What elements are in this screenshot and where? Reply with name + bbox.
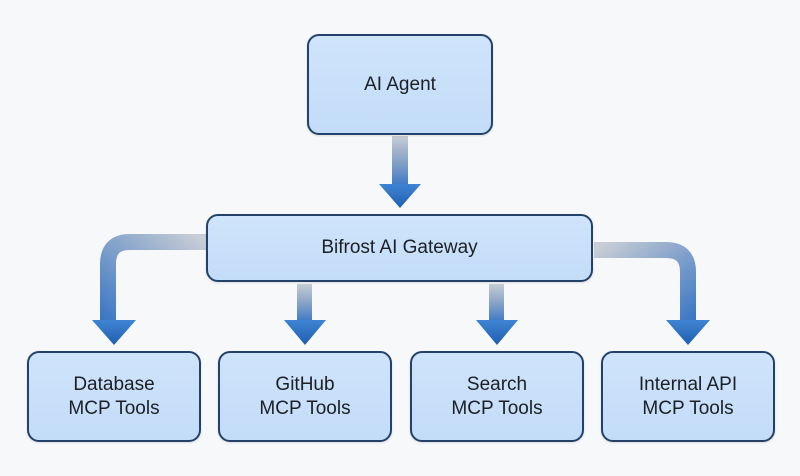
- search-tools-line1: Search: [466, 373, 528, 395]
- github-tools-line2: MCP Tools: [259, 397, 351, 419]
- arrow-gateway-to-internal-api: [594, 242, 710, 345]
- arrow-gateway-to-database: [92, 234, 206, 345]
- gateway-label: Bifrost AI Gateway: [321, 237, 478, 258]
- github-tools-node: GitHub MCP Tools: [218, 351, 392, 442]
- internal-api-tools-node: Internal API MCP Tools: [601, 351, 775, 442]
- database-tools-line2: MCP Tools: [68, 397, 160, 419]
- database-tools-line1: Database: [73, 373, 155, 395]
- search-tools-node: Search MCP Tools: [410, 351, 584, 442]
- internal-api-tools-line2: MCP Tools: [642, 397, 734, 419]
- internal-api-tools-line1: Internal API: [638, 373, 738, 395]
- search-tools-line2: MCP Tools: [451, 397, 543, 419]
- ai-agent-label: AI Agent: [364, 73, 436, 95]
- database-tools-node: Database MCP Tools: [27, 351, 201, 442]
- arrow-gateway-to-github: [284, 284, 326, 345]
- arrow-gateway-to-search: [476, 284, 518, 345]
- github-tools-line1: GitHub: [275, 373, 335, 395]
- arrow-agent-to-gateway: [379, 136, 421, 208]
- ai-agent-node: AI Agent: [307, 34, 493, 135]
- gateway-node: Bifrost AI Gateway: [206, 214, 593, 282]
